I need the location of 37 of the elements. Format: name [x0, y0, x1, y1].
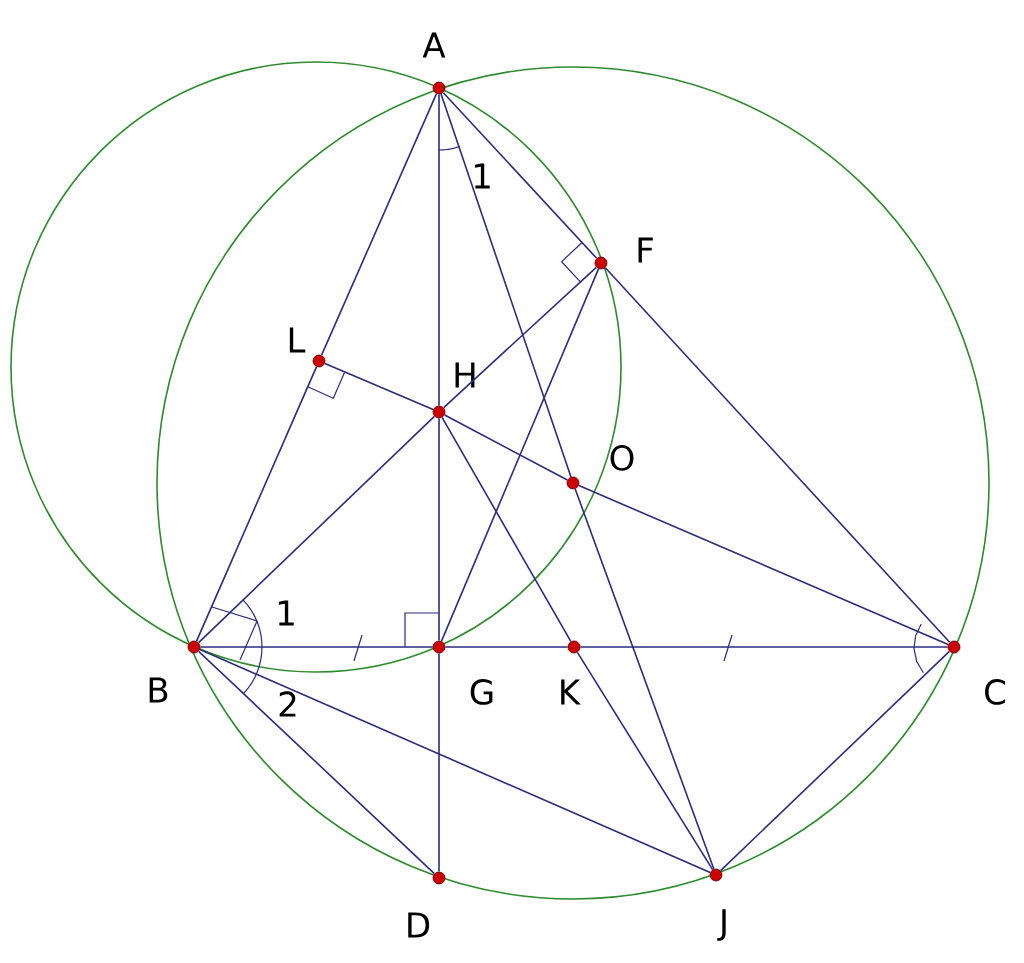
angle-label: 2: [279, 691, 296, 717]
point-label: G: [470, 679, 493, 705]
line-segment: [199, 646, 434, 648]
line-segment: [438, 417, 440, 642]
line-segment: [197, 650, 436, 875]
line-segment: [438, 93, 440, 407]
line-segment: [195, 366, 318, 642]
line-segment: [199, 648, 711, 874]
line-segment: [442, 266, 598, 409]
angle-label: 1: [278, 600, 294, 626]
point-label: K: [561, 679, 581, 705]
line-segment: [604, 266, 951, 644]
line-segment: [574, 488, 715, 870]
line-segment: [441, 416, 572, 643]
point-label: D: [408, 912, 430, 938]
point-label: L: [289, 327, 306, 353]
line-segment: [320, 93, 438, 356]
point-label: H: [455, 362, 475, 388]
line-segment: [440, 93, 572, 478]
line-segment: [442, 91, 598, 260]
line-segment: [438, 652, 440, 873]
line-segment: [719, 650, 951, 872]
point-label: J: [717, 909, 726, 941]
point-label: B: [149, 677, 168, 703]
line-segment: [440, 268, 600, 642]
line-segment: [197, 415, 436, 644]
line-segment: [578, 484, 949, 646]
line-segment: [579, 646, 949, 648]
point-label: O: [610, 445, 634, 471]
point-label: C: [985, 679, 1006, 705]
angle-label: 1: [474, 163, 490, 189]
line-segment: [324, 362, 434, 411]
point-label: F: [638, 237, 653, 263]
line-segment: [576, 651, 714, 871]
line-segment: [443, 414, 569, 481]
line-segment: [444, 646, 569, 648]
point-label: A: [422, 32, 446, 58]
